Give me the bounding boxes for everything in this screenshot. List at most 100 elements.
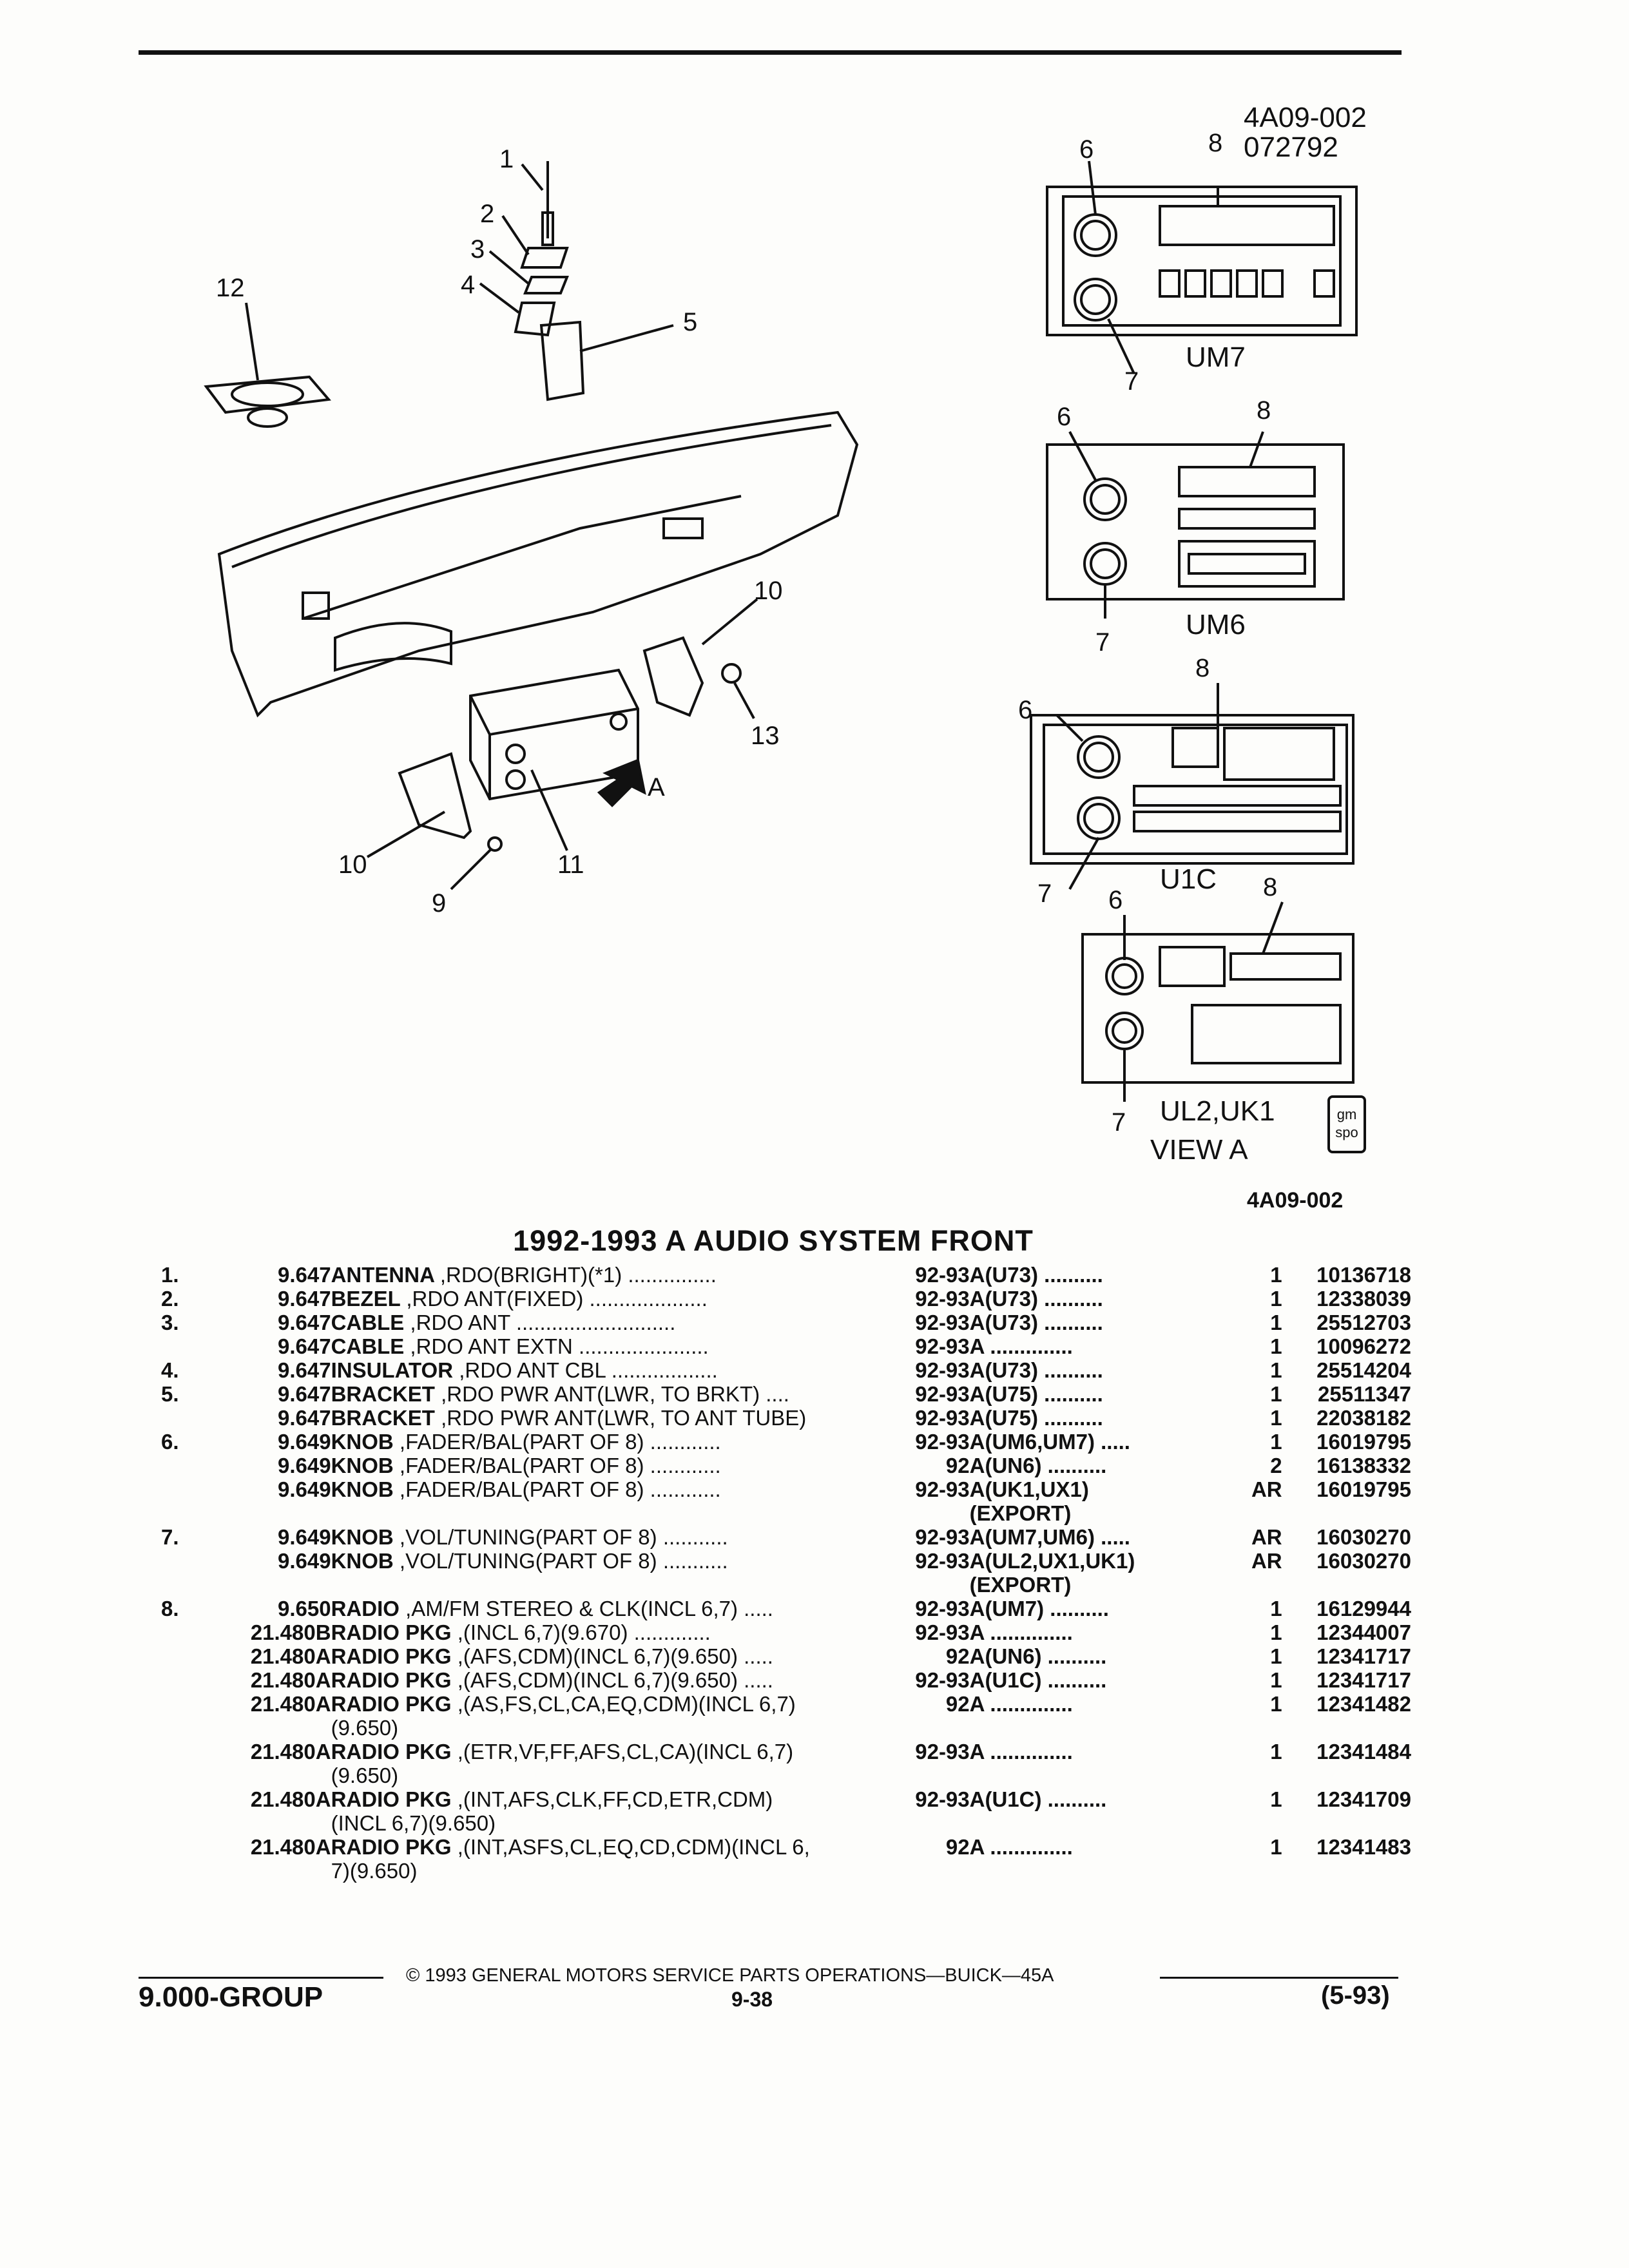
part-detail: ,VOL/TUNING(PART OF 8) ........... (399, 1525, 728, 1549)
part-description: BRACKET ,RDO PWR ANT(LWR, TO BRKT) .... (331, 1382, 868, 1406)
model-years: 92-93 (915, 1668, 970, 1692)
group-number: 9.650 (277, 1597, 331, 1620)
um6-display-callout: 8 (1257, 396, 1271, 425)
ref-number: 4. (161, 1358, 179, 1382)
application-note: (EXPORT) (969, 1573, 1072, 1597)
u1c-display-callout: 8 (1195, 654, 1210, 682)
part-detail: ,RDO ANT EXTN ...................... (410, 1334, 709, 1358)
part-name: INSULATOR (331, 1358, 454, 1382)
part-description: KNOB ,FADER/BAL(PART OF 8) ............ (331, 1454, 868, 1477)
part-number: 25514204 (1316, 1358, 1411, 1382)
application-code: A(U1C) .......... (969, 1668, 1107, 1692)
model-years: 92-93 (915, 1620, 970, 1644)
application: A .............. (970, 1835, 1228, 1883)
quantity: 1 (1270, 1430, 1282, 1454)
application: A(UM7,UM6) ..... (970, 1525, 1228, 1549)
model-years: 92-93 (915, 1430, 970, 1454)
audio-system-illustration (204, 160, 1358, 1102)
model-years: 92-93 (915, 1525, 970, 1549)
application-code: A(UM6,UM7) ..... (969, 1430, 1130, 1454)
part-detail: ,FADER/BAL(PART OF 8) ............ (399, 1430, 721, 1454)
ref-number (161, 1644, 222, 1668)
part-number: 16138332 (1316, 1454, 1411, 1477)
model-years: 92-93 (915, 1477, 970, 1501)
quantity: 1 (1270, 1668, 1282, 1692)
group-number: 9.649 (277, 1549, 331, 1573)
group-number: 21.480B (250, 1620, 331, 1644)
part-name: KNOB (331, 1430, 394, 1454)
part-name: RADIO PKG (331, 1835, 452, 1859)
part-number: 16019795 (1316, 1430, 1411, 1454)
quantity: 1 (1270, 1597, 1282, 1620)
application-code: A(UM7,UM6) ..... (969, 1525, 1130, 1549)
application: A(UL2,UX1,UK1)(EXPORT) (970, 1549, 1228, 1597)
part-number: 25512703 (1316, 1311, 1411, 1334)
model-years: 92-93 (915, 1311, 970, 1334)
part-name: BRACKET (331, 1382, 435, 1406)
model-years: 92-93 (915, 1382, 970, 1406)
quantity: 1 (1270, 1334, 1282, 1358)
part-name: BRACKET (331, 1406, 435, 1430)
application: A .............. (970, 1620, 1228, 1644)
application-code: A(UN6) .......... (969, 1644, 1107, 1668)
model-years: 92-93 (915, 1597, 970, 1620)
callout-10-right: 10 (754, 577, 783, 605)
part-description: RADIO PKG ,(INCL 6,7)(9.670) ...........… (331, 1620, 868, 1644)
quantity: 1 (1270, 1692, 1282, 1716)
quantity: 1 (1270, 1835, 1282, 1859)
gm-spo-logo: gm spo (1327, 1095, 1366, 1153)
group-number: 21.480A (250, 1835, 331, 1859)
part-description: INSULATOR ,RDO ANT CBL .................… (331, 1358, 868, 1382)
part-number: 12341483 (1316, 1835, 1411, 1859)
group-number: 9.647 (277, 1382, 331, 1406)
application-code: A(U73) .......... (969, 1287, 1103, 1311)
part-detail: ,RDO PWR ANT(LWR, TO ANT TUBE) (441, 1406, 807, 1430)
um7-display-callout: 8 (1208, 129, 1223, 157)
part-detail: ,RDO(BRIGHT)(*1) ............... (439, 1263, 717, 1287)
part-number: 16030270 (1316, 1525, 1411, 1549)
part-description: KNOB ,FADER/BAL(PART OF 8) ............ (331, 1430, 868, 1454)
group-number: 9.649 (277, 1454, 331, 1477)
part-detail: ,FADER/BAL(PART OF 8) ............ (399, 1454, 721, 1477)
group-number: 21.480A (250, 1692, 331, 1716)
group-number: 9.647 (277, 1334, 331, 1358)
callout-5: 5 (683, 308, 698, 336)
view-a-label: VIEW A (1150, 1134, 1248, 1166)
footer-rule-right (1160, 1977, 1398, 1979)
quantity: 1 (1270, 1644, 1282, 1668)
part-description: CABLE ,RDO ANT EXTN ....................… (331, 1334, 868, 1358)
quantity: AR (1251, 1549, 1282, 1573)
part-description: ANTENNA ,RDO(BRIGHT)(*1) ............... (331, 1263, 868, 1287)
application: A(UM7) .......... (970, 1597, 1228, 1620)
application: A(U1C) .......... (970, 1668, 1228, 1692)
callout-13: 13 (751, 722, 780, 750)
application-code: A(U73) .......... (969, 1358, 1103, 1382)
part-number: 12341717 (1316, 1644, 1411, 1668)
part-number: 12341484 (1316, 1740, 1411, 1763)
part-detail: ,(AFS,CDM)(INCL 6,7)(9.650) ..... (457, 1668, 773, 1692)
part-detail-continued: (9.650) (331, 1763, 399, 1787)
callout-11: 11 (557, 850, 584, 879)
part-name: RADIO PKG (331, 1620, 452, 1644)
callout-2: 2 (480, 200, 495, 228)
model-years: 92 (945, 1835, 970, 1859)
application-note: (EXPORT) (969, 1501, 1072, 1525)
model-years: 92 (945, 1692, 970, 1716)
ref-number (161, 1454, 222, 1477)
quantity: 1 (1270, 1740, 1282, 1763)
part-detail: ,(INCL 6,7)(9.670) ............. (457, 1620, 711, 1644)
application-code: A(U75) .......... (969, 1406, 1103, 1430)
part-detail-continued: 7)(9.650) (331, 1859, 418, 1883)
part-description: BRACKET ,RDO PWR ANT(LWR, TO ANT TUBE) (331, 1406, 868, 1430)
ref-number: 5. (161, 1382, 179, 1406)
um7-knob-bottom-callout: 7 (1124, 367, 1139, 396)
